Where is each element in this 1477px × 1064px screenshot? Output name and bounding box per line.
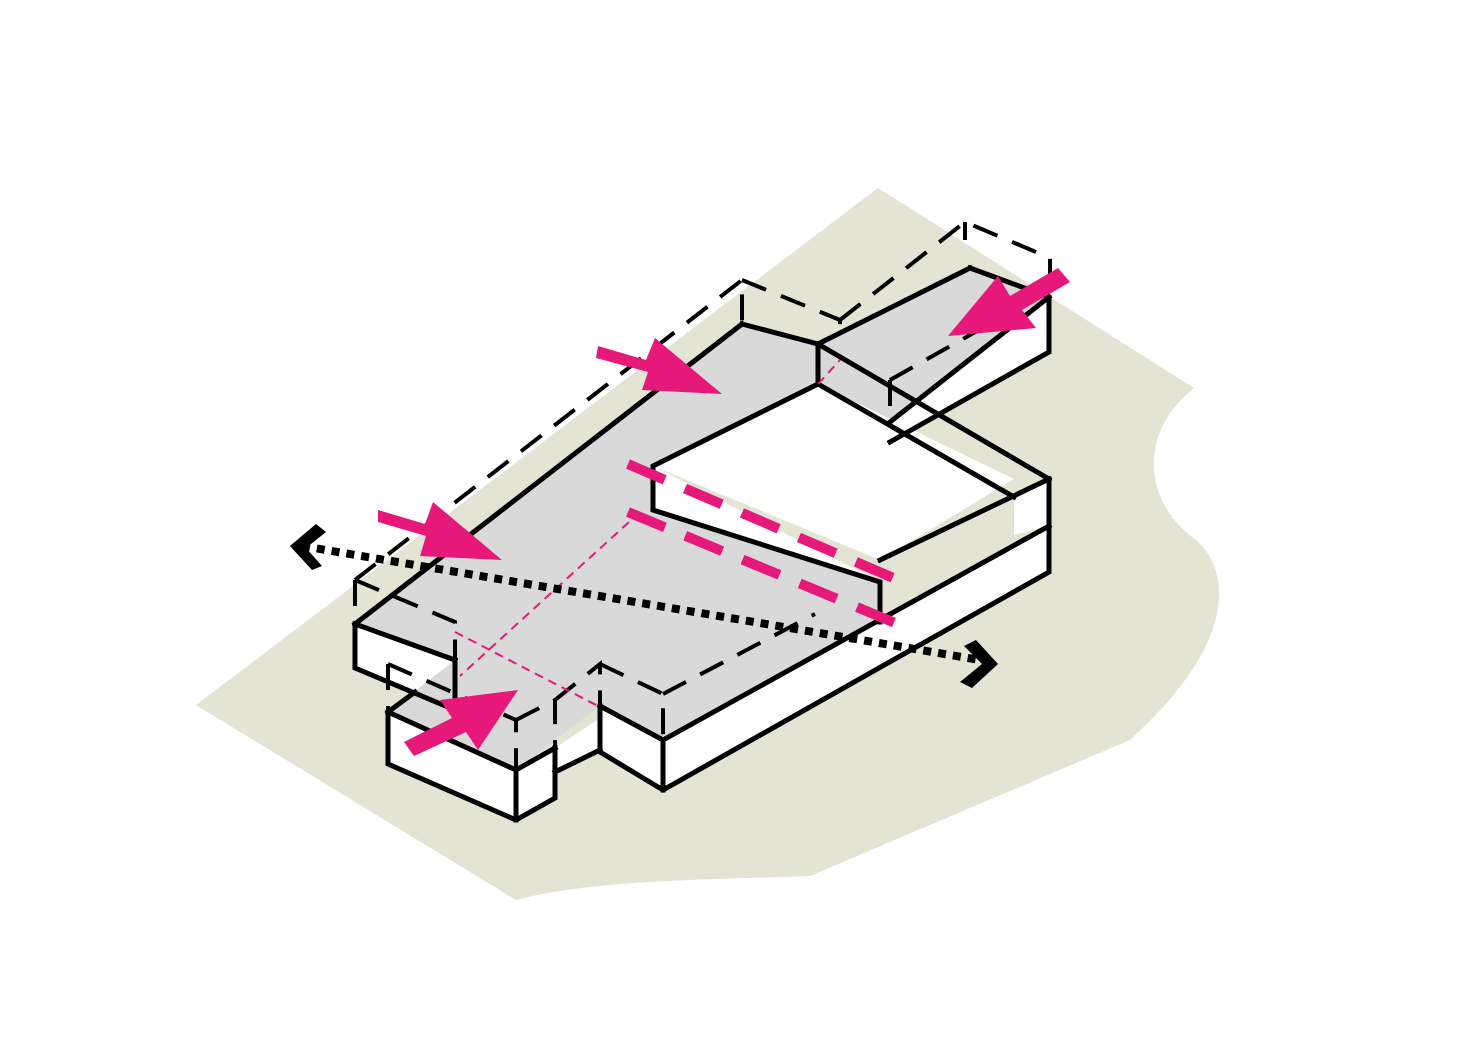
through-route [290, 524, 998, 688]
entry-arrow-icon [378, 502, 502, 560]
courtyard [653, 384, 1014, 560]
building-outline [351, 264, 1053, 823]
entry-arrow-icon [948, 268, 1070, 336]
through-route-chevron-icon [290, 524, 326, 570]
through-route-chevron-icon [960, 640, 998, 688]
entry-arrows [378, 268, 1070, 756]
courtyard-axis-lines [626, 459, 914, 635]
entry-arrow-icon [596, 338, 722, 394]
entry-arrow-icon [404, 690, 518, 756]
construction-lines [454, 359, 841, 707]
